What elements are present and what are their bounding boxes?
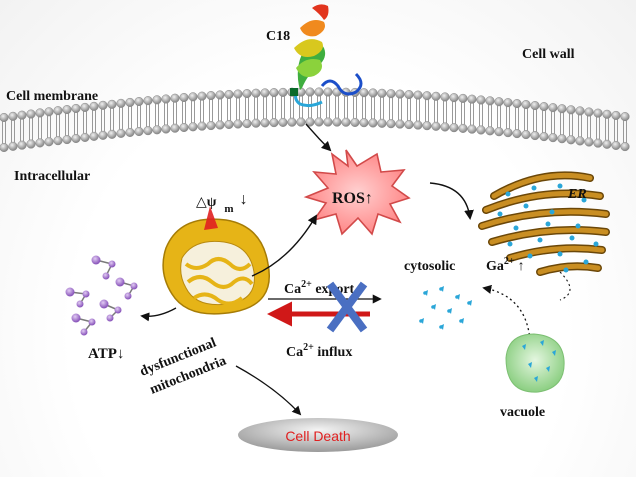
arrow-to-cell-death [235, 365, 302, 416]
arrow-ros-to-er [429, 182, 474, 220]
cytosolic-ga-ions [419, 286, 472, 330]
c18-label: C18 [266, 29, 290, 44]
vacuole-icon [505, 333, 565, 393]
arrow-peptide-to-ros [305, 123, 332, 152]
ga-label: Ga2+↑ [486, 256, 525, 274]
cell-membrane-label: Cell membrane [6, 89, 98, 104]
er-label: ER [567, 187, 587, 202]
svg-text:△ψm↓: △ψm↓ [196, 191, 248, 215]
ros-burst-icon [303, 149, 411, 236]
cell-death-badge: Cell Death [238, 418, 398, 452]
ros-label: ROS↑ [332, 190, 373, 207]
cell-death-label: Cell Death [285, 428, 350, 444]
ca-influx-label: Ca2+ influx [286, 342, 352, 360]
arrow-mito-to-ros [251, 214, 317, 277]
er-icon [478, 171, 610, 276]
c18-peptide-icon [290, 4, 363, 108]
blocked-x-icon [326, 281, 368, 333]
cytosolic-label: cytosolic [404, 259, 455, 274]
arrow-er-to-cytosol [559, 271, 571, 301]
arrow-vacuole-to-cytosol [482, 284, 531, 341]
cell-membrane-bilayer [0, 87, 630, 153]
arrow-mito-to-atp [140, 307, 177, 322]
vacuole-label: vacuole [500, 405, 545, 420]
atp-molecules-icon [65, 255, 138, 336]
atp-label: ATP↓ [88, 346, 124, 362]
intracellular-label: Intracellular [14, 169, 90, 184]
cell-wall-label: Cell wall [522, 47, 575, 62]
mitochondrion-icon [162, 206, 270, 315]
ca-export-label: Ca2+ export [284, 279, 355, 297]
